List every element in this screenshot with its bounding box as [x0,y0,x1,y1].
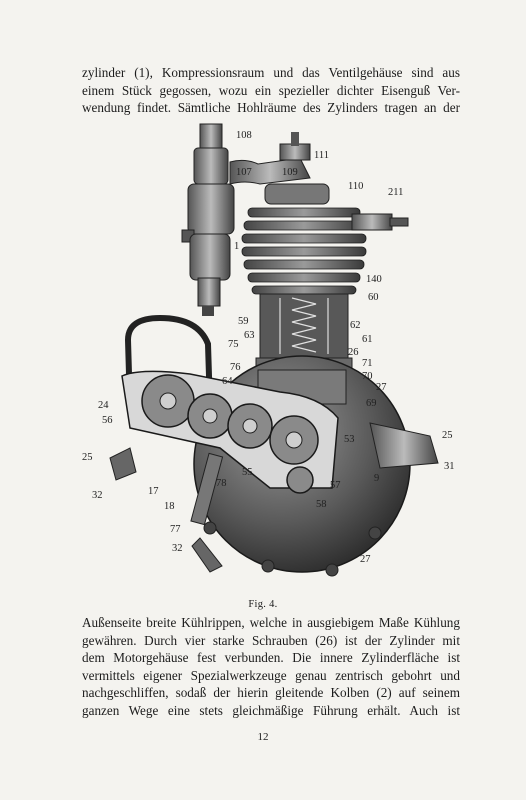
figure-label: 70 [362,371,373,382]
figure-label: 75 [228,339,239,350]
text-line: ganzen Wege eine stets gleichmäßige Führ… [82,702,460,718]
figure-label: 60 [368,292,379,303]
figure-label: 25 [82,452,93,463]
figure-label: 107 [236,167,252,178]
text-line: gewähren. Durch vier starke Schrauben (2… [82,632,460,648]
figure-label: 62 [350,320,361,331]
figure-label: 76 [230,362,241,373]
figure-label: 27 [376,382,387,393]
intake-pipe [229,157,311,185]
figure-label: 69 [366,398,377,409]
figure-label: 58 [316,499,327,510]
figure-label: 64 [222,376,233,387]
figure-label: 140 [366,274,382,285]
gears [141,374,319,494]
figure-label: 1 [234,241,239,252]
page-number: 12 [257,731,269,743]
figure-caption: Fig. 4. [248,599,278,610]
figure-label: 78 [216,478,227,489]
figure-label: 9 [374,473,379,484]
paragraph-bottom: Außenseite breite Kühlrippen, welche in … [82,614,460,720]
figure-label: 31 [444,461,455,472]
figure-label: 24 [98,400,109,411]
figure-label: 25 [442,430,453,441]
figure-label: 32 [172,543,183,554]
engine-illustration: 108 111 107 109 110 211 1 140 60 59 62 6… [82,123,455,577]
figure-label: 61 [362,334,373,345]
figure-label: 77 [170,524,181,535]
figure-label: 56 [102,415,113,426]
figure-label: 17 [148,486,159,497]
text-line: zylinder (1), Kompressionsraum und das V… [82,65,460,80]
cylinder [241,183,409,371]
figure-label: 55 [242,467,253,478]
figure-label: 111 [314,150,329,161]
figure-labels: 108 111 107 109 110 211 1 140 60 59 62 6… [82,130,455,565]
belt-housing [124,314,214,411]
figure-label: 109 [282,167,298,178]
figure-label: 57 [330,480,341,491]
carburettor [181,123,235,316]
figure-label: 32 [92,490,103,501]
text-line: dem Motorgehäuse fest verbunden. Die inn… [82,650,460,666]
figure-label: 63 [244,330,255,341]
text-line: vermittels eigener Spezialwerkzeuge gena… [82,667,460,683]
figure-label: 211 [388,187,403,198]
text-line: einem Stück gegossen, wozu ein spezielle… [82,82,460,98]
text-line: nachgeschliffen, sodaß der hierin gleite… [82,685,460,701]
figure-label: 108 [236,130,252,141]
text-line: Außenseite breite Kühlrippen, welche in … [82,615,460,630]
figure-label: 59 [238,316,249,327]
figure-label: 71 [362,358,373,369]
figure-label: 18 [164,501,175,512]
figure-label: 26 [348,347,359,358]
figure-label: 27 [360,554,371,565]
figure-label: 110 [348,181,363,192]
paragraph-top: zylinder (1), Kompressionsraum und das V… [82,64,460,117]
text-line: wendung findet. Sämtliche Hohlräume des … [82,100,460,116]
figure-label: 53 [344,434,355,445]
